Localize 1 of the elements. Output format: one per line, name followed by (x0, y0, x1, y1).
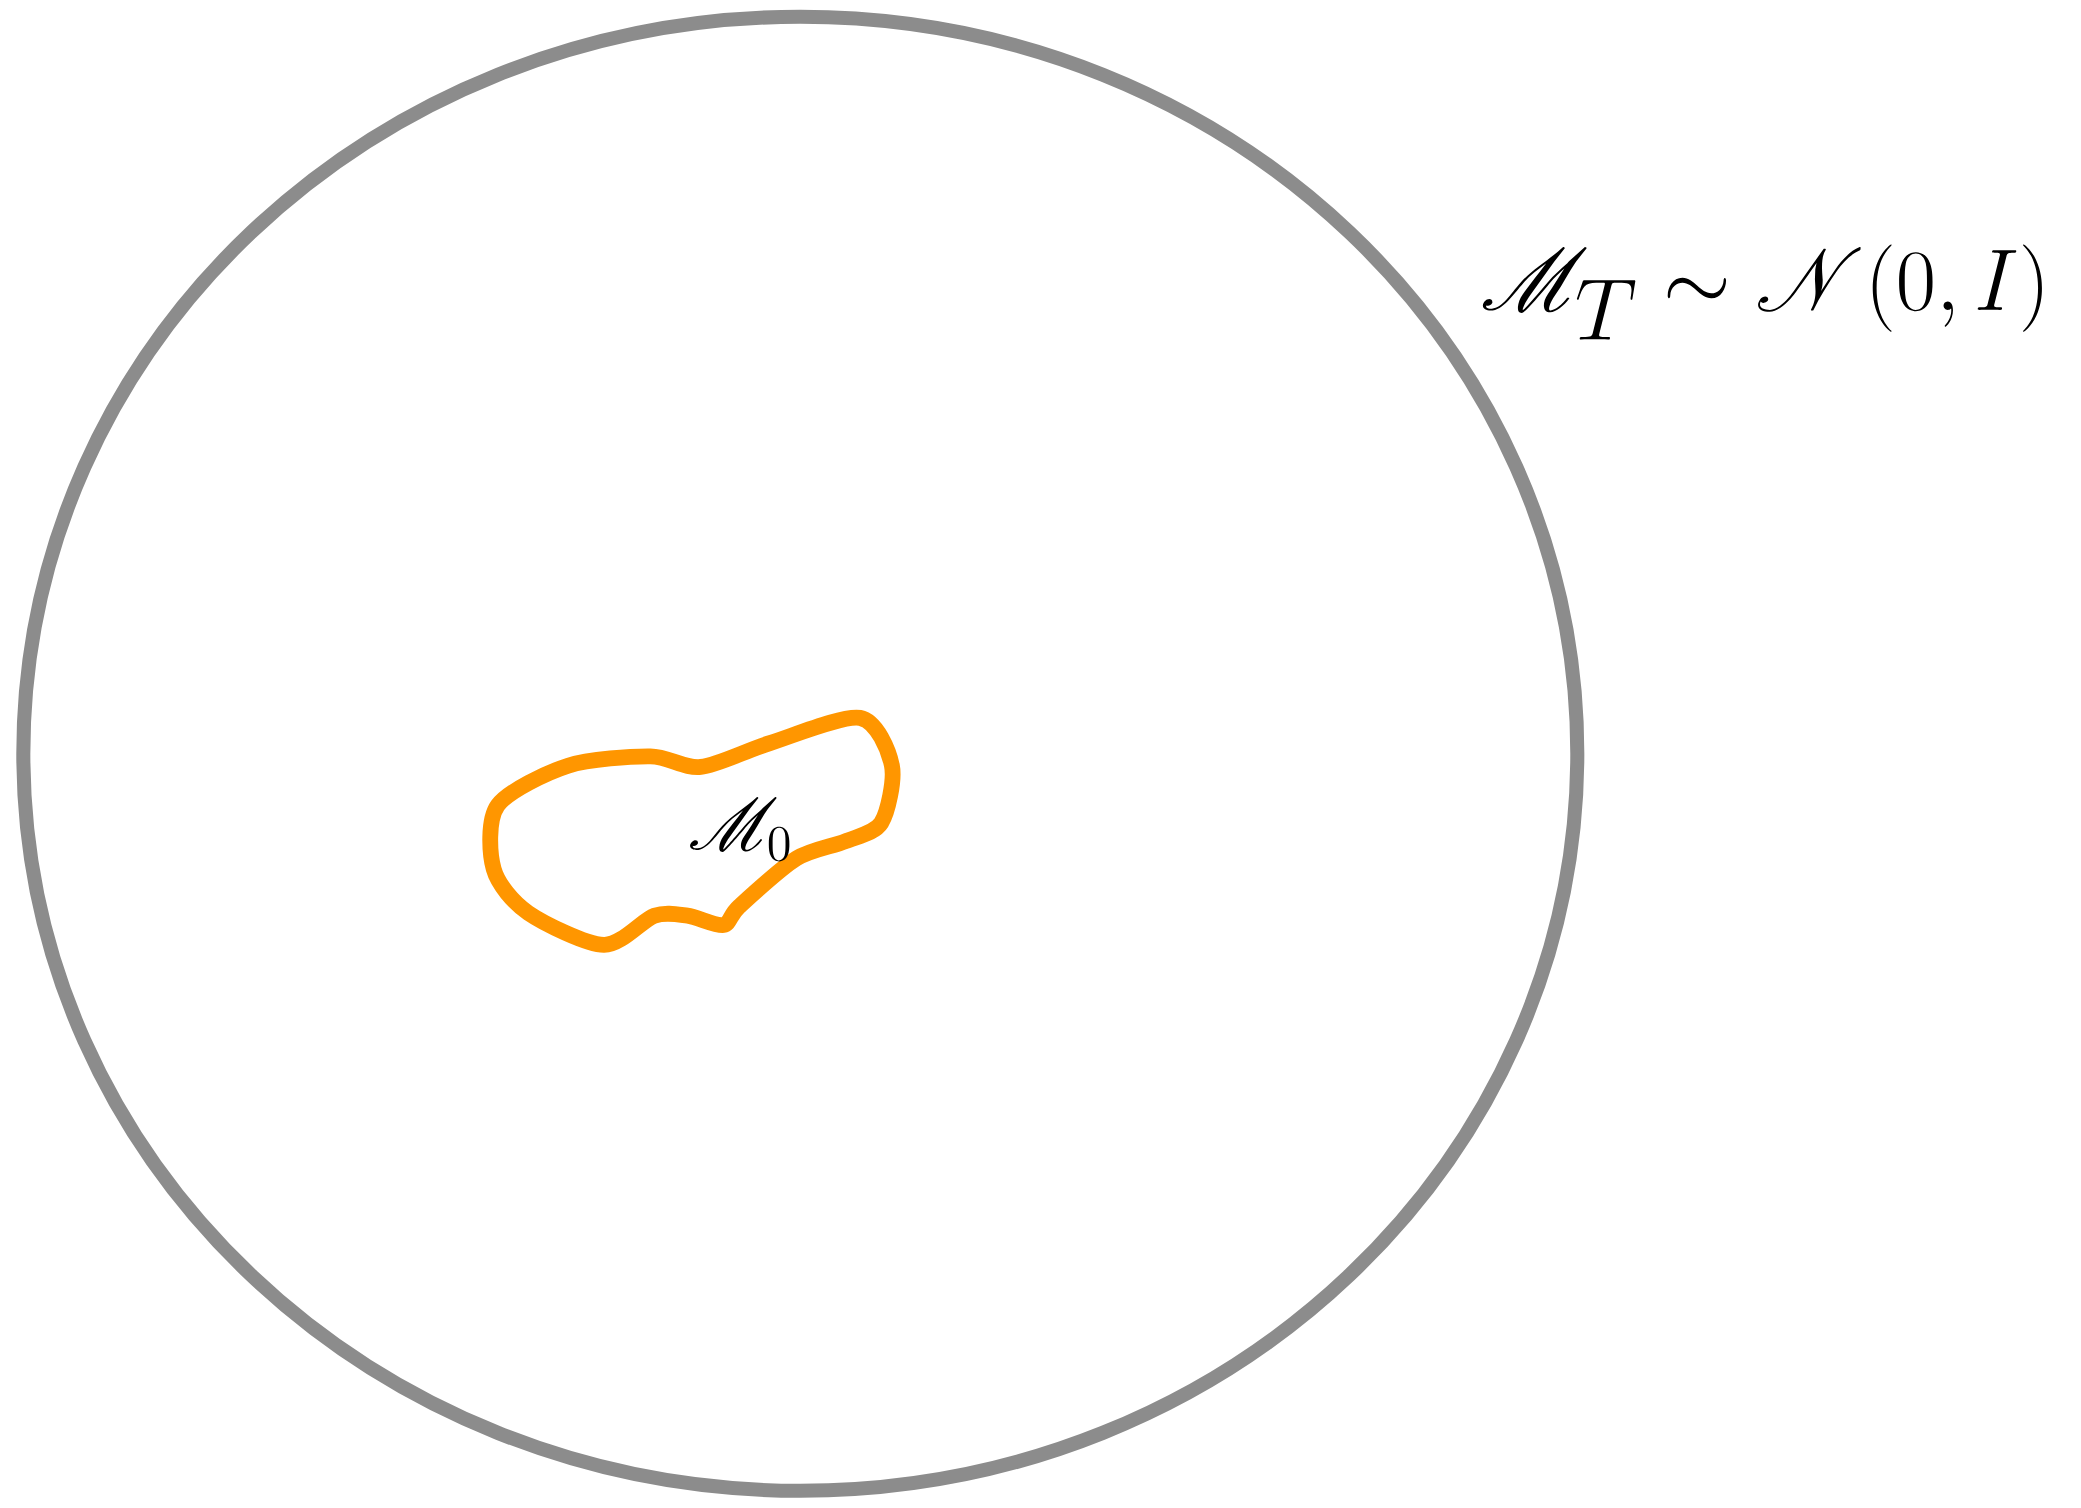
node-label: $\mathscr{M}_T \sim \mathscr{N}(0,I)$ (1482, 244, 2042, 340)
